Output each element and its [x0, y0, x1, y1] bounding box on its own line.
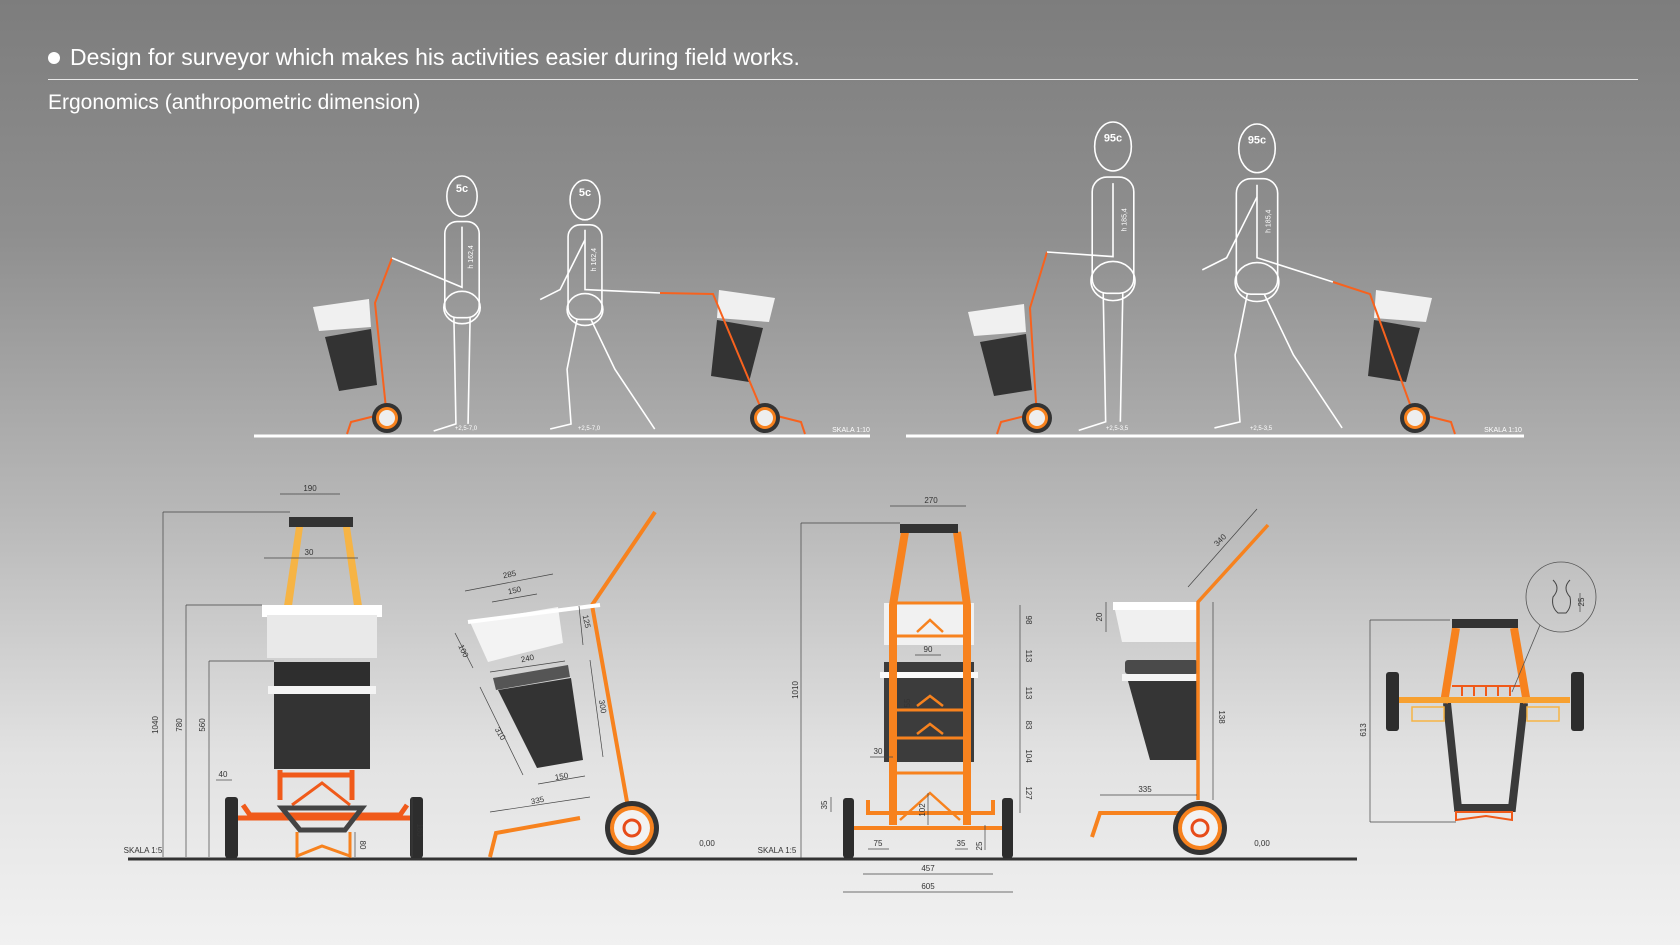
dimension-line: [489, 796, 591, 813]
dimension-label: 300: [597, 699, 608, 714]
dimension-line: [589, 659, 604, 758]
dimension-line: [185, 604, 262, 857]
front-view-cart: [225, 517, 423, 859]
shoe-allowance-label: +2,5-3,5: [1106, 426, 1129, 432]
anthropometric-figure: [391, 175, 482, 432]
level-label-1: 0,00: [699, 839, 715, 848]
dimension-line: [537, 775, 586, 785]
level-label-2: 0,00: [1254, 839, 1270, 848]
dimension-label: 240: [520, 653, 535, 665]
front-view-cart-ladder: [843, 524, 1013, 858]
profile-detail-icon: [1552, 579, 1571, 614]
mini-trolley: [659, 290, 806, 435]
side-view-cart-upright: [1090, 523, 1270, 855]
scale-label-2: SKALA 1:5: [758, 846, 797, 855]
percentile-label: 95c: [1104, 133, 1122, 145]
shoe-allowance-label: +2,5-3,5: [1250, 426, 1273, 432]
page-header: Design for surveyor which makes his acti…: [48, 44, 800, 71]
dimension-label: 25: [975, 841, 984, 850]
dimension-label: 150: [507, 585, 522, 597]
body-height-label: h 162,4: [591, 248, 598, 271]
dimension-label: 335: [530, 795, 545, 807]
dimension-label: 613: [1359, 723, 1368, 737]
dimension-label: 35: [820, 800, 829, 809]
dimension-line: [208, 660, 274, 857]
section-subtitle: Ergonomics (anthropometric dimension): [48, 91, 421, 114]
shoe-allowance-label: +2,5-7,0: [455, 426, 478, 432]
shoe-allowance-label: +2,5-7,0: [578, 426, 601, 432]
dimension-label: 285: [502, 569, 517, 581]
dimension-label: 98: [1024, 616, 1033, 625]
dimension-label: 605: [921, 882, 935, 891]
dimension-line: [454, 632, 474, 669]
dimension-line: [800, 522, 900, 858]
top-view-cart: [1386, 561, 1597, 822]
dimension-label: 90: [924, 645, 933, 654]
mini-trolley: [313, 257, 402, 435]
dimension-label: 150: [554, 771, 569, 782]
scale-label-right: SKALA 1:10: [1484, 427, 1522, 434]
ergonomics-figures: 5c h 162,4 +2,5-7,0 5c h 162,4 +2,5-7,0 95c h 1…: [313, 121, 1456, 435]
dimension-label: 457: [921, 864, 935, 873]
dimension-line: [464, 573, 554, 592]
dimension-label: 30: [874, 747, 883, 756]
scale-label-1: SKALA 1:5: [124, 846, 163, 855]
dimension-label: 30: [305, 548, 314, 557]
dimension-label: 340: [1212, 532, 1228, 548]
dimension-label: 75: [874, 839, 883, 848]
dimension-label: 190: [303, 484, 317, 493]
mini-trolley: [968, 251, 1052, 435]
percentile-label: 5c: [456, 183, 468, 195]
body-height-label: h 185,4: [1265, 209, 1272, 232]
dimension-label: 560: [198, 718, 207, 732]
dimension-label: 55: [903, 698, 912, 707]
dimension-label: 83: [1024, 721, 1033, 730]
bullet-icon: [48, 51, 60, 64]
dimension-label: 102: [918, 803, 927, 817]
percentile-label: 95c: [1248, 134, 1266, 146]
dimension-label: 780: [175, 718, 184, 732]
title-divider: [48, 79, 1638, 80]
dimension-label: 180: [415, 823, 424, 837]
body-height-label: h 162,4: [468, 245, 475, 268]
dimension-line: [162, 511, 290, 857]
scale-label-left: SKALA 1:10: [832, 427, 870, 434]
anthropometric-figure: [539, 179, 661, 430]
anthropometric-figure: [1046, 121, 1136, 432]
percentile-label: 5c: [579, 187, 591, 199]
body-height-label: h 185,4: [1121, 208, 1128, 231]
side-view-cart: [467, 510, 659, 858]
dimension-label: 127: [1024, 786, 1033, 800]
dimension-line: [1369, 619, 1456, 823]
dimension-line: [1187, 508, 1258, 588]
dimension-line: [491, 593, 538, 603]
dimension-label: 270: [924, 496, 938, 505]
mini-trolley: [1332, 281, 1456, 435]
dimension-label: 125: [581, 614, 593, 629]
dimension-label: 25: [1577, 597, 1586, 606]
dimension-label: 104: [1024, 749, 1033, 763]
page-title: Design for surveyor which makes his acti…: [70, 44, 800, 70]
dimension-label: 80: [358, 841, 367, 850]
dimension-label: 113: [1024, 687, 1033, 700]
detail-callout-circle: [1525, 561, 1597, 633]
anthropometric-figure: [1201, 123, 1343, 429]
dimension-label: 40: [219, 770, 228, 779]
dimension-label: 1040: [151, 716, 160, 734]
dimension-line: [489, 660, 566, 673]
dimension-label: 1010: [791, 681, 800, 699]
dimension-line: [479, 686, 524, 776]
dimension-label: 35: [957, 839, 966, 848]
dimension-label: 138: [1217, 710, 1226, 724]
dimension-label: 100: [456, 643, 470, 659]
dimension-label: 20: [1095, 612, 1104, 621]
dimension-label: 335: [1138, 785, 1152, 794]
dimension-label: 113: [1024, 650, 1033, 663]
dimension-line: [578, 605, 584, 646]
